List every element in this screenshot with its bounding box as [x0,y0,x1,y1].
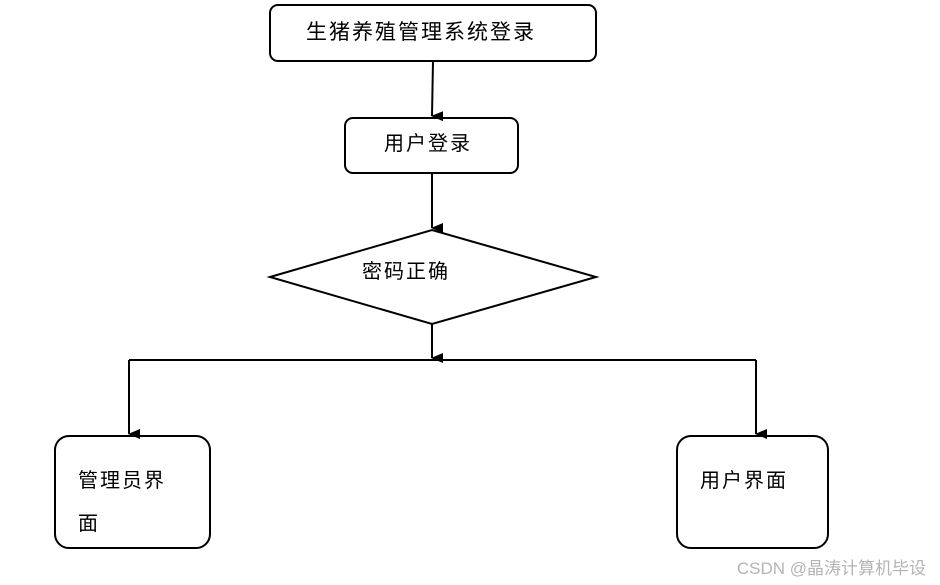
user-interface-box [676,435,829,549]
admin-interface-label-line2: 面 [78,511,100,535]
user-login-label: 用户登录 [384,131,472,155]
system-login-label: 生猪养殖管理系统登录 [306,20,536,44]
csdn-watermark: CSDN @晶涛计算机毕设 [736,559,926,578]
user-interface-label: 用户界面 [700,468,788,492]
arrow-system-login-to-user-login [431,60,444,122]
password-check-label: 密码正确 [362,259,450,283]
password-check-diamond [266,228,600,326]
admin-interface-label-line1: 管理员界 [78,468,166,492]
